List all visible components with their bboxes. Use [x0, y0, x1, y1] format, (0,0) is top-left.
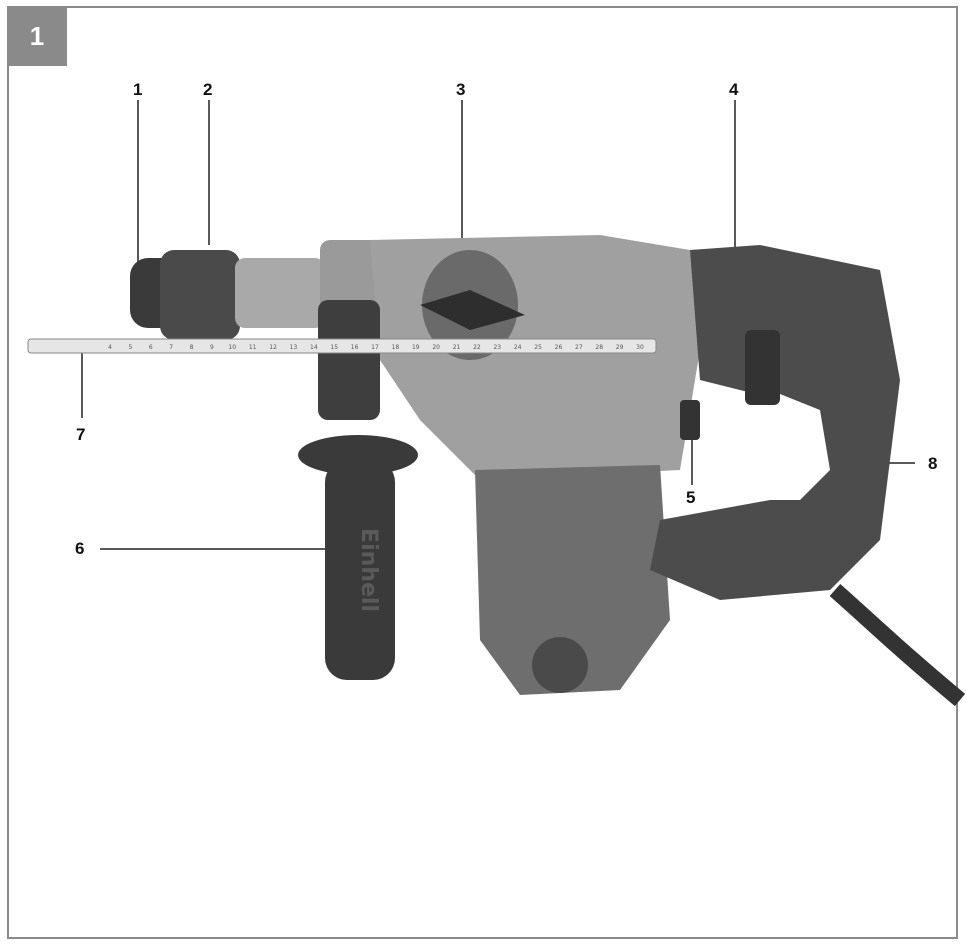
motor-housing [475, 465, 670, 695]
ruler-tick-label: 20 [432, 344, 440, 351]
callout-7: 7 [76, 425, 86, 444]
ruler-tick-label: 10 [228, 344, 236, 351]
handle [650, 245, 900, 600]
ruler-tick-label: 9 [210, 344, 214, 351]
callout-2: 2 [203, 80, 213, 99]
ruler-tick-label: 27 [575, 344, 583, 351]
figure-number: 1 [7, 6, 67, 66]
ruler-tick-label: 8 [190, 344, 194, 351]
ruler-tick-label: 28 [595, 344, 603, 351]
ruler-tick-label: 23 [493, 344, 501, 351]
gear-housing [370, 235, 700, 480]
callout-3: 3 [456, 80, 466, 99]
ruler-tick-label: 7 [169, 344, 173, 351]
callout-1: 1 [133, 80, 143, 99]
brush-cap [532, 637, 588, 693]
power-cord [829, 584, 966, 707]
dust-cap [160, 250, 240, 340]
ruler-tick-label: 18 [392, 344, 400, 351]
ruler-tick-label: 16 [351, 344, 359, 351]
aux-handle-clamp [318, 300, 380, 420]
ruler-tick-label: 11 [249, 344, 257, 351]
ruler-tick-label: 24 [514, 344, 522, 351]
figure-frame [7, 6, 958, 939]
ruler-tick-label: 21 [453, 344, 461, 351]
ruler-tick-labels: 4 5 6 7 8 9 10 11 12 13 14 15 16 17 18 19 20 21 22 23 24 25 26… [108, 344, 644, 351]
ruler-tick-label: 26 [555, 344, 563, 351]
callout-4: 4 [729, 80, 739, 99]
ruler-tick-label: 15 [330, 344, 338, 351]
ruler-tick-label: 19 [412, 344, 420, 351]
callout-5: 5 [686, 488, 696, 507]
ruler-tick-label: 12 [269, 344, 277, 351]
ruler-tick-label: 6 [149, 344, 153, 351]
callout-8: 8 [928, 454, 938, 473]
callout-6: 6 [75, 539, 85, 558]
depth-stop [27, 338, 657, 354]
on-off-switch [745, 330, 780, 405]
ruler-tick-label: 22 [473, 344, 481, 351]
ruler-tick-label: 17 [371, 344, 379, 351]
ruler-tick-label: 25 [534, 344, 542, 351]
ruler-tick-label: 29 [616, 344, 624, 351]
ruler-tick-label: 14 [310, 344, 318, 351]
ruler-tick-label: 5 [128, 344, 132, 351]
handle-brand-text: Einhell [356, 528, 381, 612]
barrel [235, 258, 325, 328]
ruler-tick-label: 30 [636, 344, 644, 351]
ruler-tick-label: 13 [290, 344, 298, 351]
auxiliary-handle [325, 460, 395, 680]
switch-lock [680, 400, 700, 440]
ruler-tick-label: 4 [108, 344, 112, 351]
